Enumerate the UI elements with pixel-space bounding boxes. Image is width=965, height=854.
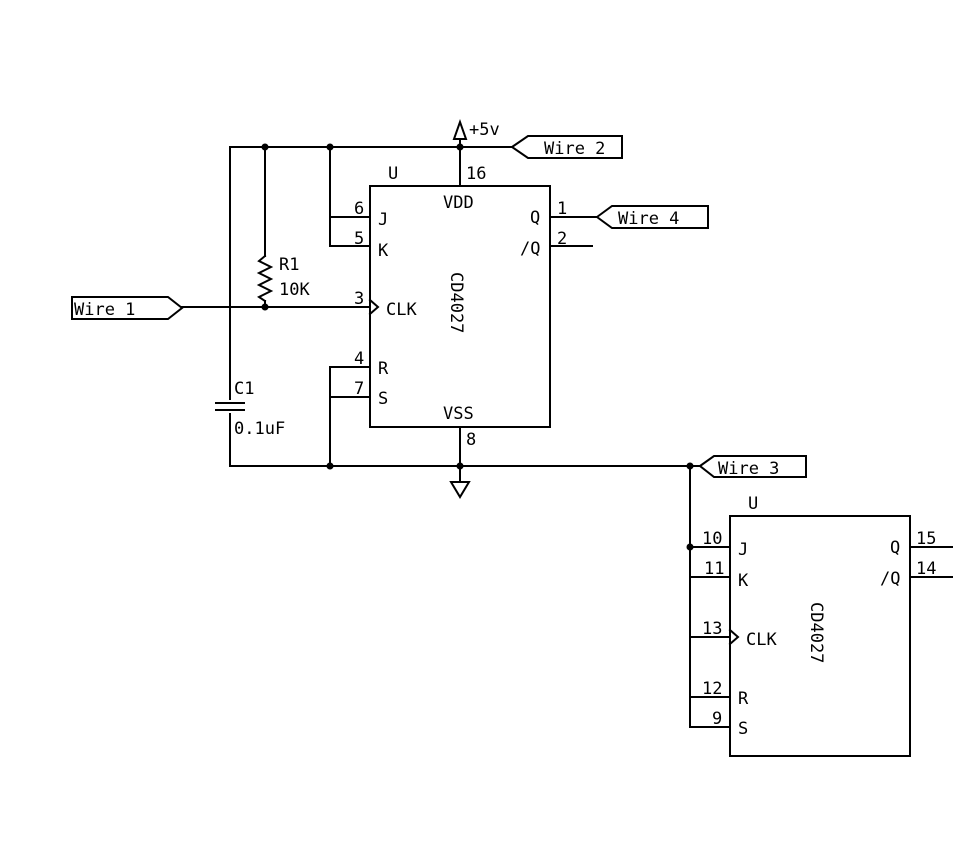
ic2-pin-j-label: J bbox=[738, 540, 748, 560]
junction-dot bbox=[261, 143, 269, 151]
junction-dot bbox=[261, 303, 269, 311]
ic1-pin-vss-label: VSS bbox=[443, 404, 474, 424]
ic2-unit-label: U bbox=[748, 494, 758, 514]
ic2-pin-s-num: 9 bbox=[712, 709, 722, 729]
ic1-part-label: CD4027 bbox=[446, 272, 466, 333]
junction-dot bbox=[326, 462, 334, 470]
ic2-pin-s-label: S bbox=[738, 719, 748, 739]
junction-dot bbox=[456, 462, 464, 470]
net-label-wire4-text: Wire 4 bbox=[618, 209, 679, 229]
ic2-pin-clk-label: CLK bbox=[746, 630, 777, 650]
net-label-wire2[interactable]: Wire 2 bbox=[510, 135, 623, 159]
ic1-pin-clk-label: CLK bbox=[386, 300, 417, 320]
ic1-pin-s-num: 7 bbox=[354, 379, 364, 399]
ic1-pin-qn-num: 2 bbox=[557, 229, 567, 249]
resistor-ref: R1 bbox=[279, 255, 299, 275]
net-label-wire4[interactable]: Wire 4 bbox=[595, 205, 709, 229]
ic2-pin-r-num: 12 bbox=[702, 679, 722, 699]
rs-tie-wire bbox=[329, 366, 371, 467]
capacitor-c1[interactable]: C1 0.1uF bbox=[210, 379, 285, 439]
capacitor-ref: C1 bbox=[234, 379, 254, 399]
ic1-pin-qn-label: /Q bbox=[520, 239, 540, 259]
ic1-cd4027[interactable]: U 16 VDD VSS 8 6 J 5 K 3 CLK 4 R 7 S Q 1… bbox=[354, 164, 567, 450]
ic1-pin-q-num: 1 bbox=[557, 199, 567, 219]
ic1-pin-r-num: 4 bbox=[354, 349, 364, 369]
net-label-wire3[interactable]: Wire 3 bbox=[698, 455, 807, 479]
ic2-pin-clk-num: 13 bbox=[702, 619, 722, 639]
junction-dot bbox=[686, 462, 694, 470]
resistor-r1[interactable]: R1 10K bbox=[256, 146, 310, 308]
ic2-pin-qn-num: 14 bbox=[916, 559, 936, 579]
ic1-pin-r-label: R bbox=[378, 359, 389, 379]
ic1-pin-k-num: 5 bbox=[354, 229, 364, 249]
net-label-wire1-text: Wire 1 bbox=[74, 300, 135, 320]
ground-icon bbox=[449, 481, 471, 499]
ic1-pin-clk-num: 3 bbox=[354, 289, 364, 309]
ic1-pin-k-label: K bbox=[378, 241, 389, 261]
ic2-pin-q-num: 15 bbox=[916, 529, 936, 549]
ic2-pin-qn-label: /Q bbox=[880, 569, 900, 589]
ic1-pin-vdd-label: VDD bbox=[443, 193, 474, 213]
resistor-value: 10K bbox=[279, 280, 310, 300]
ic1-pin-q-label: Q bbox=[530, 208, 540, 228]
junction-dot bbox=[686, 543, 694, 551]
ic2-pin-k-num: 11 bbox=[704, 559, 724, 579]
ic1-unit-label: U bbox=[388, 164, 398, 184]
ic1-pin-s-label: S bbox=[378, 389, 388, 409]
junction-dots bbox=[261, 143, 694, 551]
ground-rail bbox=[229, 426, 701, 483]
ic2-pin-j-num: 10 bbox=[702, 529, 722, 549]
ic2-pin-r-label: R bbox=[738, 689, 749, 709]
junction-dot bbox=[326, 143, 334, 151]
ic2-clock-symbol bbox=[728, 628, 740, 646]
vcc-label: +5v bbox=[469, 120, 500, 140]
ic1-pin-vdd-num: 16 bbox=[466, 164, 486, 184]
ic1-pin-j-label: J bbox=[378, 210, 388, 230]
junction-dot bbox=[456, 143, 464, 151]
ic2-part-label: CD4027 bbox=[806, 602, 826, 663]
capacitor-value: 0.1uF bbox=[234, 419, 285, 439]
net-label-wire3-text: Wire 3 bbox=[718, 459, 779, 479]
ic1-pin-vss-num: 8 bbox=[466, 430, 476, 450]
ic2-pin-q-label: Q bbox=[890, 538, 900, 558]
ic2-input-tie-wire bbox=[689, 465, 731, 728]
net-label-wire1[interactable]: Wire 1 bbox=[71, 296, 184, 320]
ic2-pin-k-label: K bbox=[738, 571, 749, 591]
ic1-clock-symbol bbox=[368, 298, 380, 316]
ic1-pin-j-num: 6 bbox=[354, 199, 364, 219]
jk-tie-wire bbox=[329, 146, 371, 247]
ic2-cd4027[interactable]: U 10 J 11 K 13 CLK 12 R 9 S Q 15 /Q 14 C… bbox=[702, 494, 936, 757]
net-label-wire2-text: Wire 2 bbox=[544, 139, 605, 159]
